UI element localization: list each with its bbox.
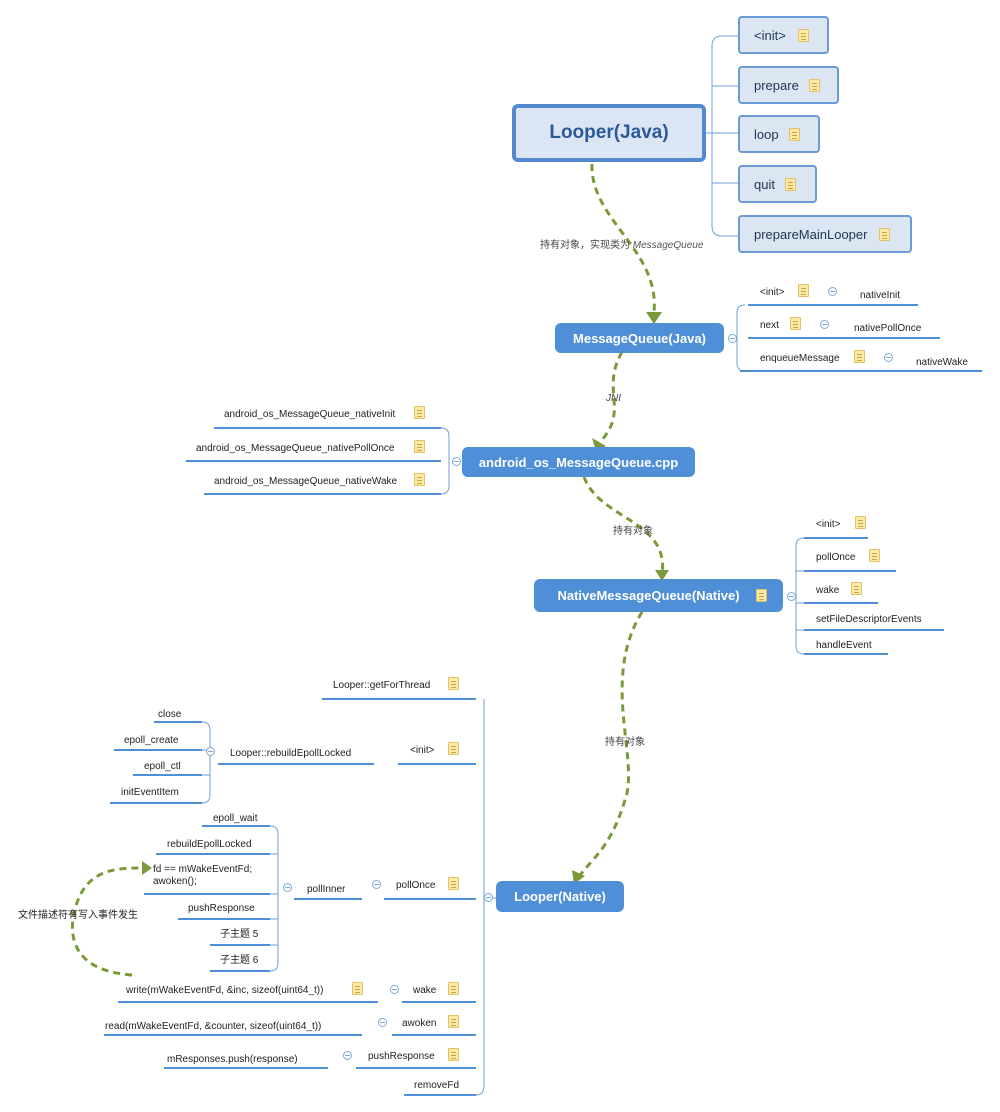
native-mq-child-wake[interactable]: wake	[816, 585, 840, 596]
poll-inner-child-epoll-wait[interactable]: epoll_wait	[213, 813, 258, 824]
looper-get-for-thread[interactable]: Looper::getForThread	[333, 680, 431, 691]
collapse-icon[interactable]	[378, 1018, 387, 1027]
collapse-icon[interactable]	[452, 457, 461, 466]
looper-wake[interactable]: wake	[413, 985, 437, 996]
poll-inner-child-rebuild-epoll-locked[interactable]: rebuildEpollLocked	[167, 839, 252, 850]
note-icon	[854, 350, 865, 363]
connector-label-holds-object-3: 持有对象	[605, 737, 645, 748]
poll-inner-child-subtopic-5[interactable]: 子主题 5	[220, 929, 259, 940]
note-icon	[797, 28, 809, 42]
note-icon	[414, 473, 425, 486]
awoken-child-read[interactable]: read(mWakeEventFd, &counter, sizeof(uint…	[105, 1021, 322, 1032]
connector-label-holds-object-2: 持有对象	[613, 526, 653, 537]
looper-java-method-init[interactable]: <init>	[738, 16, 829, 54]
annotation-fd-write-event: 文件描述符有写入事件发生	[18, 910, 138, 921]
collapse-icon[interactable]	[787, 592, 796, 601]
note-icon	[448, 1015, 459, 1028]
note-icon	[790, 317, 801, 330]
note-icon	[798, 284, 809, 297]
looper-awoken[interactable]: awoken	[402, 1018, 437, 1029]
looper-java-method-quit[interactable]: quit	[738, 165, 817, 203]
mq-java-target-native-wake[interactable]: nativeWake	[916, 357, 968, 368]
note-icon	[448, 677, 459, 690]
note-icon	[448, 982, 459, 995]
native-mq-child-init[interactable]: <init>	[816, 519, 841, 530]
method-label: prepare	[754, 77, 799, 93]
note-icon	[788, 127, 800, 141]
looper-java-node[interactable]: Looper(Java)	[512, 104, 706, 162]
note-icon	[851, 582, 862, 595]
mq-java-target-native-poll-once[interactable]: nativePollOnce	[854, 323, 922, 334]
mq-java-child-init[interactable]: <init>	[760, 287, 785, 298]
note-icon	[448, 1048, 459, 1061]
native-mq-child-handle-event[interactable]: handleEvent	[816, 640, 872, 651]
poll-inner-child-subtopic-6[interactable]: 子主题 6	[220, 955, 259, 966]
poll-inner-child-fd-check[interactable]: fd == mWakeEventFd; awoken();	[153, 864, 253, 887]
method-label: prepareMainLooper	[754, 226, 868, 242]
wake-child-write[interactable]: write(mWakeEventFd, &inc, sizeof(uint64_…	[126, 985, 324, 996]
note-icon	[879, 227, 891, 241]
note-icon	[756, 589, 767, 602]
rebuild-child-init-event-item[interactable]: initEventItem	[121, 787, 179, 798]
mq-java-child-enqueue-message[interactable]: enqueueMessage	[760, 353, 840, 364]
note-icon	[855, 516, 866, 529]
push-response-child[interactable]: mResponses.push(response)	[167, 1054, 298, 1065]
collapse-icon[interactable]	[283, 883, 292, 892]
method-label: <init>	[754, 27, 786, 43]
note-icon	[414, 406, 425, 419]
collapse-icon[interactable]	[820, 320, 829, 329]
collapse-icon[interactable]	[884, 353, 893, 362]
collapse-icon[interactable]	[828, 287, 837, 296]
looper-push-response[interactable]: pushResponse	[368, 1051, 435, 1062]
collapse-icon[interactable]	[343, 1051, 352, 1060]
looper-poll-once[interactable]: pollOnce	[396, 880, 436, 891]
looper-java-method-prepare[interactable]: prepare	[738, 66, 839, 104]
cpp-child-native-wake[interactable]: android_os_MessageQueue_nativeWake	[214, 476, 398, 487]
looper-remove-fd[interactable]: removeFd	[414, 1080, 460, 1091]
native-mq-child-poll-once[interactable]: pollOnce	[816, 552, 856, 563]
note-icon	[448, 877, 459, 890]
note-icon	[869, 549, 880, 562]
looper-java-method-loop[interactable]: loop	[738, 115, 820, 153]
note-icon	[414, 440, 425, 453]
rebuild-child-epoll-ctl[interactable]: epoll_ctl	[144, 761, 181, 772]
collapse-icon[interactable]	[206, 747, 215, 756]
collapse-icon[interactable]	[390, 985, 399, 994]
looper-poll-inner[interactable]: pollInner	[307, 884, 346, 895]
android-message-queue-cpp-node[interactable]: android_os_MessageQueue.cpp	[462, 447, 695, 477]
looper-java-method-prepare-main-looper[interactable]: prepareMainLooper	[738, 215, 912, 253]
mq-java-child-next[interactable]: next	[760, 320, 779, 331]
collapse-icon[interactable]	[484, 893, 493, 902]
message-queue-java-node[interactable]: MessageQueue(Java)	[555, 323, 724, 353]
collapse-icon[interactable]	[372, 880, 381, 889]
note-icon	[784, 177, 796, 191]
method-label: quit	[754, 176, 775, 192]
connector-label-jni: JNI	[606, 393, 621, 404]
poll-inner-child-push-response[interactable]: pushResponse	[188, 903, 255, 914]
rebuild-child-close[interactable]: close	[158, 709, 182, 720]
connector-label-holds-object: 持有对象，实现类为 MessageQueue	[540, 240, 704, 251]
collapse-icon[interactable]	[728, 334, 737, 343]
looper-init[interactable]: <init>	[410, 745, 435, 756]
cpp-child-native-init[interactable]: android_os_MessageQueue_nativeInit	[224, 409, 396, 420]
mq-java-target-native-init[interactable]: nativeInit	[860, 290, 901, 301]
note-icon	[352, 982, 363, 995]
method-label: loop	[754, 126, 779, 142]
native-message-queue-label: NativeMessageQueue(Native)	[557, 588, 740, 603]
native-message-queue-node[interactable]: NativeMessageQueue(Native)	[534, 579, 783, 612]
looper-rebuild-epoll-locked[interactable]: Looper::rebuildEpollLocked	[230, 748, 352, 759]
note-icon	[448, 742, 459, 755]
looper-native-node[interactable]: Looper(Native)	[496, 881, 624, 912]
native-mq-child-set-fd-events[interactable]: setFileDescriptorEvents	[816, 614, 922, 625]
cpp-child-native-poll-once[interactable]: android_os_MessageQueue_nativePollOnce	[196, 443, 395, 454]
rebuild-child-epoll-create[interactable]: epoll_create	[124, 735, 179, 746]
note-icon	[808, 78, 820, 92]
